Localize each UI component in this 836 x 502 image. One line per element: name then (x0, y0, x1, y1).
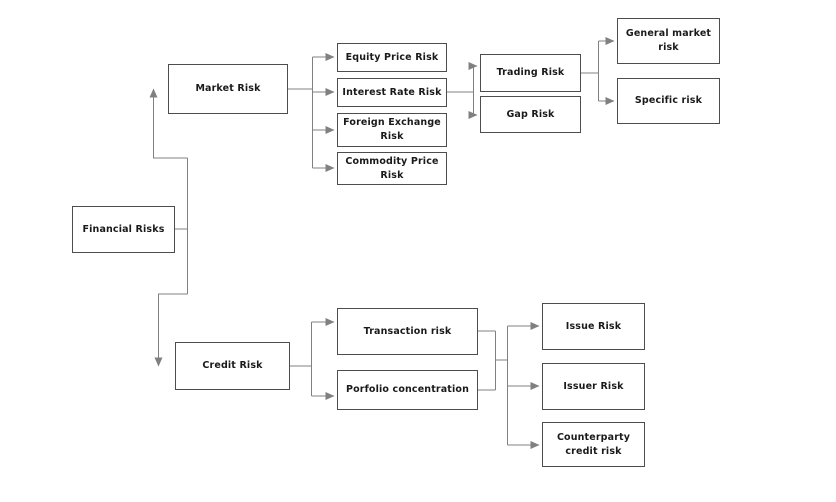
node-interest-rate-risk[interactable]: Interest Rate Risk (337, 78, 447, 107)
node-label: General market risk (625, 28, 712, 53)
node-gap-risk[interactable]: Gap Risk (480, 96, 581, 133)
node-counterparty-credit-risk[interactable]: Counterparty credit risk (542, 422, 645, 467)
node-issue-risk[interactable]: Issue Risk (542, 303, 645, 350)
node-label: Transaction risk (363, 325, 452, 337)
node-label: Gap Risk (506, 108, 555, 120)
node-label: Credit Risk (202, 360, 263, 372)
node-financial-risks[interactable]: Financial Risks (72, 206, 175, 253)
node-label: Issue Risk (565, 320, 622, 332)
node-label: Counterparty credit risk (556, 431, 631, 457)
node-equity-price-risk[interactable]: Equity Price Risk (337, 43, 447, 72)
node-label: Commodity Price Risk (345, 155, 439, 181)
node-label: Porfolio concentration (346, 384, 469, 396)
node-commodity-price-risk[interactable]: Commodity Price Risk (337, 152, 447, 185)
node-label: Equity Price Risk (345, 51, 439, 63)
node-label: Specific risk (634, 95, 703, 107)
node-specific-risk[interactable]: Specific risk (617, 78, 720, 124)
node-label: Interest Rate Risk (342, 86, 442, 98)
node-label: Trading Risk (496, 67, 565, 79)
node-label: Foreign Exchange Risk (343, 117, 441, 142)
node-credit-risk[interactable]: Credit Risk (175, 342, 290, 390)
node-foreign-exchange-risk[interactable]: Foreign Exchange Risk (337, 113, 447, 147)
node-trading-risk[interactable]: Trading Risk (480, 54, 581, 92)
node-porfolio-concentration[interactable]: Porfolio concentration (337, 370, 478, 410)
node-label: Market Risk (195, 83, 261, 95)
node-label: Financial Risks (82, 223, 165, 235)
node-issuer-risk[interactable]: Issuer Risk (542, 363, 645, 410)
node-label: Issuer Risk (563, 380, 624, 392)
node-market-risk[interactable]: Market Risk (168, 64, 288, 114)
node-general-market-risk[interactable]: General market risk (617, 18, 720, 64)
node-transaction-risk[interactable]: Transaction risk (337, 308, 478, 355)
